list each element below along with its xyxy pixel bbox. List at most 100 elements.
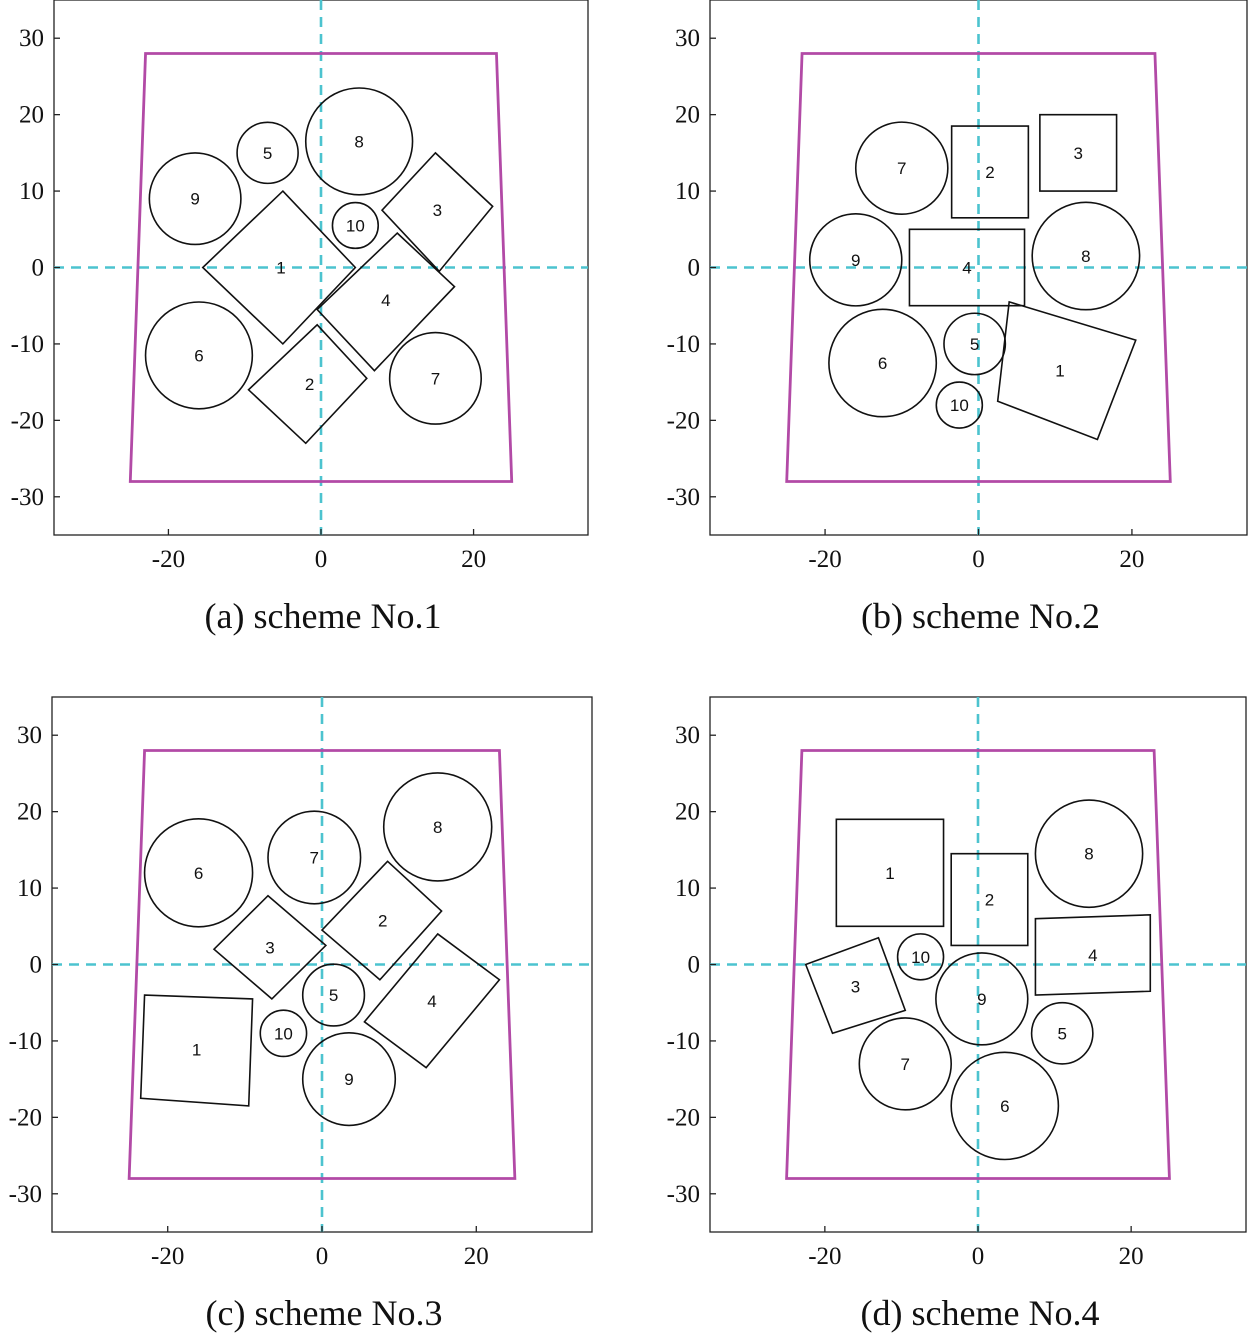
panel-caption: (d) scheme No.4: [861, 1293, 1100, 1333]
circle-object-10: [896, 933, 945, 981]
circle-object-8: [1031, 201, 1141, 311]
object-label: 2: [378, 912, 387, 931]
rect-object-1: [139, 994, 254, 1107]
plot-frame: [53, 0, 589, 536]
circle-object-10: [935, 381, 984, 429]
object-label: 6: [194, 346, 203, 365]
y-tick-label: 30: [675, 722, 700, 749]
circle-object-9: [935, 952, 1029, 1046]
object-label: 5: [263, 144, 272, 163]
object-label: 3: [1073, 144, 1082, 163]
circle-object-7: [858, 1017, 952, 1111]
rect-object-3: [212, 894, 328, 1000]
y-tick-label: -30: [9, 1181, 42, 1208]
object-label: 3: [851, 977, 860, 996]
container-boundary: [785, 52, 1172, 483]
rect-object-1: [996, 300, 1137, 441]
object-label: 1: [192, 1041, 201, 1060]
object-label: 5: [970, 335, 979, 354]
x-tick-label: 0: [316, 1243, 329, 1270]
object-label: 10: [911, 948, 930, 967]
y-tick-label: 10: [675, 178, 700, 205]
circle-object-10: [331, 201, 380, 250]
object-label: 9: [344, 1070, 353, 1089]
y-tick-label: 10: [675, 875, 700, 902]
x-tick-label: -20: [151, 1243, 184, 1270]
container-boundary: [128, 52, 514, 483]
object-label: 10: [274, 1024, 293, 1043]
object-label: 3: [433, 201, 442, 220]
y-tick-label: 0: [688, 952, 701, 979]
object-label: 8: [354, 132, 363, 151]
y-tick-label: -10: [11, 331, 44, 358]
x-tick-label: 20: [464, 1243, 489, 1270]
circle-object-7: [854, 121, 949, 215]
circle-object-5: [236, 121, 299, 185]
rect-object-3: [1039, 113, 1118, 192]
object-label: 6: [878, 354, 887, 373]
y-tick-label: -10: [667, 1028, 700, 1055]
object-label: 9: [851, 251, 860, 270]
object-label: 1: [885, 864, 894, 883]
container-boundary: [127, 749, 517, 1180]
rect-object-1: [201, 189, 357, 346]
object-label: 7: [310, 849, 319, 868]
x-tick-label: -20: [152, 546, 185, 573]
rect-object-2: [950, 852, 1029, 947]
circle-object-6: [143, 817, 254, 928]
object-label: 2: [305, 375, 314, 394]
plot-frame: [709, 0, 1248, 536]
y-tick-label: -20: [667, 1104, 700, 1131]
object-label: 7: [897, 159, 906, 178]
y-tick-label: 0: [30, 952, 43, 979]
y-tick-label: -10: [9, 1028, 42, 1055]
y-tick-label: -30: [11, 484, 44, 511]
y-tick-label: 0: [688, 255, 701, 282]
circle-object-8: [304, 87, 414, 196]
x-tick-label: 20: [461, 546, 486, 573]
object-label: 3: [265, 938, 274, 957]
object-label: 5: [1057, 1024, 1066, 1043]
y-tick-label: 10: [17, 875, 42, 902]
y-tick-label: -20: [9, 1104, 42, 1131]
y-tick-label: -20: [667, 407, 700, 434]
object-label: 6: [194, 864, 203, 883]
circle-object-10: [259, 1009, 308, 1058]
y-tick-label: 30: [17, 722, 42, 749]
rect-object-4: [363, 932, 501, 1069]
circle-object-9: [301, 1032, 397, 1127]
x-tick-label: 0: [315, 546, 328, 573]
rect-object-2: [950, 125, 1030, 219]
panel-caption: (c) scheme No.3: [206, 1293, 443, 1333]
y-tick-label: 20: [17, 799, 42, 826]
y-tick-label: -30: [667, 1181, 700, 1208]
rect-object-4: [316, 232, 456, 372]
y-tick-label: -30: [667, 484, 700, 511]
circle-object-7: [388, 331, 482, 425]
container-boundary: [785, 749, 1171, 1180]
circle-object-7: [267, 810, 362, 905]
object-label: 1: [1055, 362, 1064, 381]
x-tick-label: -20: [808, 546, 841, 573]
object-label: 7: [431, 369, 440, 388]
rect-object-3: [804, 936, 907, 1035]
object-label: 8: [1084, 845, 1093, 864]
circle-object-8: [1034, 799, 1144, 909]
rect-object-2: [247, 323, 368, 445]
rect-object-1: [835, 818, 945, 928]
object-label: 9: [977, 990, 986, 1009]
circle-object-6: [144, 301, 254, 410]
object-label: 8: [1081, 247, 1090, 266]
object-label: 1: [276, 259, 285, 278]
object-label: 2: [985, 891, 994, 910]
x-tick-label: 20: [1119, 1243, 1144, 1270]
circle-object-9: [808, 213, 903, 307]
y-tick-label: -20: [11, 407, 44, 434]
y-tick-label: 20: [675, 799, 700, 826]
object-label: 9: [190, 190, 199, 209]
